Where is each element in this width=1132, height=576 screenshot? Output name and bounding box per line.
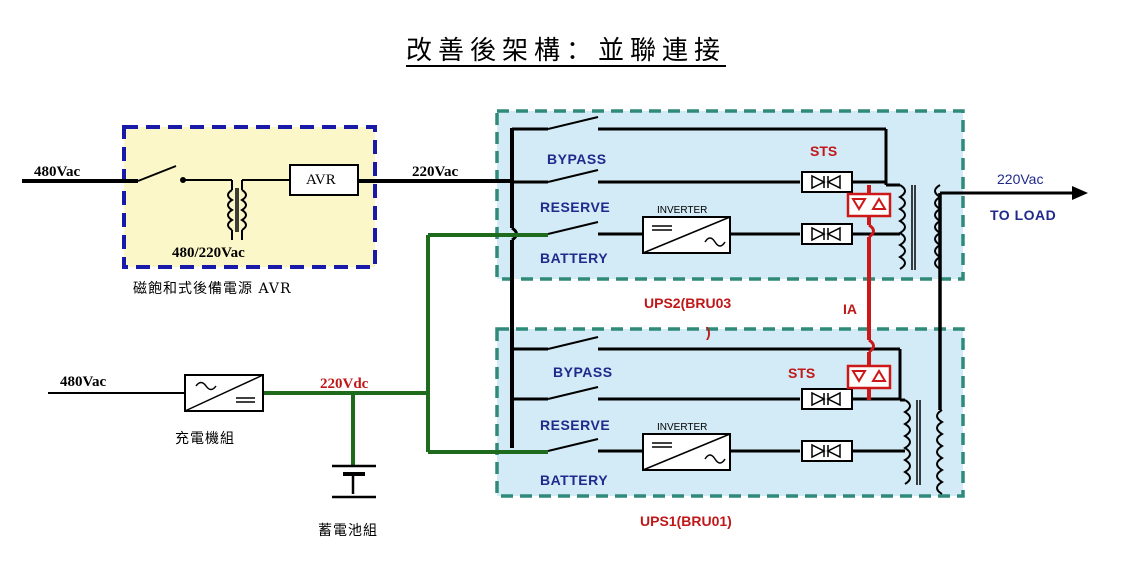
to-load-label: TO LOAD: [990, 207, 1057, 223]
charger-input-voltage: 480Vac: [60, 374, 107, 390]
ups1-inverter: [642, 433, 731, 471]
avr-wiring: [22, 165, 290, 240]
ups2-inverter-label: INVERTER: [657, 205, 708, 216]
ups1-caption: UPS1(BRU01): [640, 513, 732, 529]
dc-bus: [262, 233, 548, 466]
ups1-reserve-thyristor: [801, 388, 853, 410]
ups2-reserve-label: RESERVE: [540, 199, 611, 215]
ups1-inverter-thyristor: [801, 440, 853, 462]
ups2-sts-label: STS: [810, 143, 838, 159]
charger-caption: 充電機組: [175, 431, 235, 447]
ups1-reserve-label: RESERVE: [540, 417, 611, 433]
dc-bus-voltage: 220Vdc: [320, 376, 369, 392]
ups2-inverter: [642, 216, 731, 254]
to-load-arrow: [1072, 186, 1088, 200]
page-title: 改善後架構：並聯連接: [405, 36, 726, 66]
battery-caption: 蓄電池組: [318, 523, 378, 539]
avr-output-voltage: 220Vac: [412, 164, 459, 180]
ac-feed-wiring: [358, 128, 518, 448]
avr-caption: 磁飽和式後備電源 AVR: [133, 281, 292, 297]
battery-bank-symbol: [332, 464, 376, 499]
ia-label: IA: [843, 301, 857, 317]
ups2-inverter-thyristor: [801, 223, 853, 245]
ups2-caption: UPS2(BRU03: [644, 295, 732, 311]
ups2-wiring: [512, 116, 900, 236]
charger-unit: [184, 374, 264, 412]
ups2-caption-continued: ): [706, 324, 711, 340]
avr-box: [122, 125, 377, 269]
avr-input-voltage: 480Vac: [34, 164, 81, 180]
output-bus: [938, 191, 1075, 410]
output-voltage: 220Vac: [997, 171, 1044, 187]
ups2-battery-label: BATTERY: [540, 250, 609, 266]
ups1-battery-label: BATTERY: [540, 472, 609, 488]
ups1-output-transformer: [903, 399, 944, 495]
ups2-bypass-label: BYPASS: [547, 151, 607, 167]
ups2-reserve-thyristor: [801, 171, 853, 193]
avr-box-label: AVR: [306, 172, 336, 188]
ups1-inverter-label: INVERTER: [657, 422, 708, 433]
ups1-sts-label: STS: [788, 365, 816, 381]
ups1-wiring: [512, 336, 905, 453]
transformer-ratio-label: 480/220Vac: [172, 245, 245, 261]
ups2-sts-switch: [846, 192, 892, 218]
ups1-bypass-label: BYPASS: [553, 364, 613, 380]
ups1-sts-switch: [846, 364, 892, 390]
